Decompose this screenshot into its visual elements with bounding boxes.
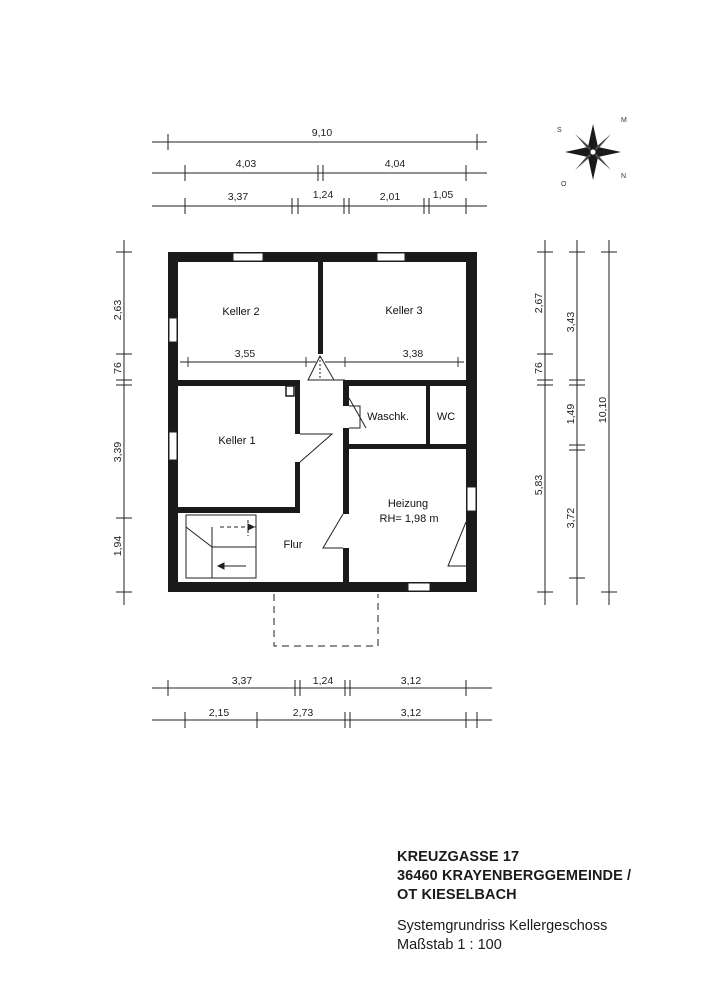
top-dimension-labels: 9,10 4,03 4,04 3,37 1,24 2,01 1,05: [228, 127, 454, 203]
dim-top-row3-a: 3,37: [228, 191, 249, 203]
room-flur: Flur: [284, 539, 303, 551]
plan-type: Systemgrundriss Kellergeschoss: [397, 918, 608, 934]
right-dimension-labels: 2,67 76 5,83 3,43 1,49 3,72 10,10: [533, 293, 609, 529]
room-keller-3: Keller 3: [385, 305, 422, 317]
room-keller-1: Keller 1: [218, 435, 255, 447]
inner-dimensions: [180, 357, 464, 367]
compass-label-n: N: [621, 173, 626, 180]
bottom-dimension-chain: [152, 680, 492, 728]
compass-rose-icon: S M O N: [557, 117, 627, 188]
left-dimension-labels: 2,63 76 3,39 1,94: [112, 300, 124, 557]
doors: [299, 354, 467, 567]
dim-left-b: 76: [112, 362, 124, 374]
dim-inner-keller3: 3,38: [403, 348, 424, 360]
dim-right-inner-a: 2,67: [533, 293, 545, 314]
dim-bottom-row1-b: 1,24: [313, 675, 334, 687]
dim-bottom-row1-c: 3,12: [401, 675, 422, 687]
dim-top-row2-a: 4,03: [236, 158, 257, 170]
room-labels: Keller 2 Keller 3 Keller 1 Waschk. WC He…: [218, 305, 455, 551]
compass-label-o: O: [561, 181, 567, 188]
room-keller-2: Keller 2: [222, 306, 259, 318]
dim-inner-keller2: 3,55: [235, 348, 256, 360]
plan-scale: Maßstab 1 : 100: [397, 937, 502, 953]
dim-bottom-row2-a: 2,15: [209, 707, 230, 719]
windows: [168, 252, 477, 592]
address-line-2: 36460 KRAYENBERGGEMEINDE /: [397, 868, 632, 884]
room-wc: WC: [437, 411, 455, 423]
room-waschk: Waschk.: [367, 411, 409, 423]
dim-right-mid-c: 3,72: [565, 508, 577, 529]
dim-left-c: 3,39: [112, 442, 124, 463]
dim-bottom-row2-c: 3,12: [401, 707, 422, 719]
exterior-walls: [168, 252, 477, 592]
room-heizung-height: RH= 1,98 m: [380, 513, 439, 525]
dim-bottom-row1-a: 3,37: [232, 675, 253, 687]
address-line-1: KREUZGASSE 17: [397, 849, 520, 865]
dim-left-a: 2,63: [112, 300, 124, 321]
dim-top-row3-c: 2,01: [380, 191, 401, 203]
compass-label-m: M: [621, 117, 627, 124]
compass-label-s: S: [557, 127, 562, 134]
dim-bottom-row2-b: 2,73: [293, 707, 314, 719]
interior-walls: [178, 262, 466, 582]
dim-left-d: 1,94: [112, 536, 124, 557]
bottom-dimension-labels: 3,37 1,24 3,12 2,15 2,73 3,12: [209, 675, 422, 719]
dim-top-row3-d: 1,05: [433, 189, 454, 201]
top-dimension-chain: [152, 134, 487, 214]
address-line-3: OT KIESELBACH: [397, 887, 517, 903]
room-heizung: Heizung: [388, 498, 428, 510]
right-dimension-chain: [537, 240, 617, 605]
dim-top-row2-b: 4,04: [385, 158, 406, 170]
dim-top-total: 9,10: [312, 127, 333, 139]
left-dimension-chain: [116, 240, 132, 605]
dim-right-total: 10,10: [597, 397, 609, 423]
dim-right-inner-b: 76: [533, 362, 545, 374]
dim-right-mid-a: 3,43: [565, 312, 577, 333]
dim-right-inner-c: 5,83: [533, 475, 545, 496]
entrance-outline: [273, 594, 379, 647]
dim-right-mid-b: 1,49: [565, 404, 577, 425]
dim-top-row3-b: 1,24: [313, 189, 334, 201]
title-block: KREUZGASSE 17 36460 KRAYENBERGGEMEINDE /…: [397, 848, 697, 955]
stairs: [185, 514, 257, 579]
